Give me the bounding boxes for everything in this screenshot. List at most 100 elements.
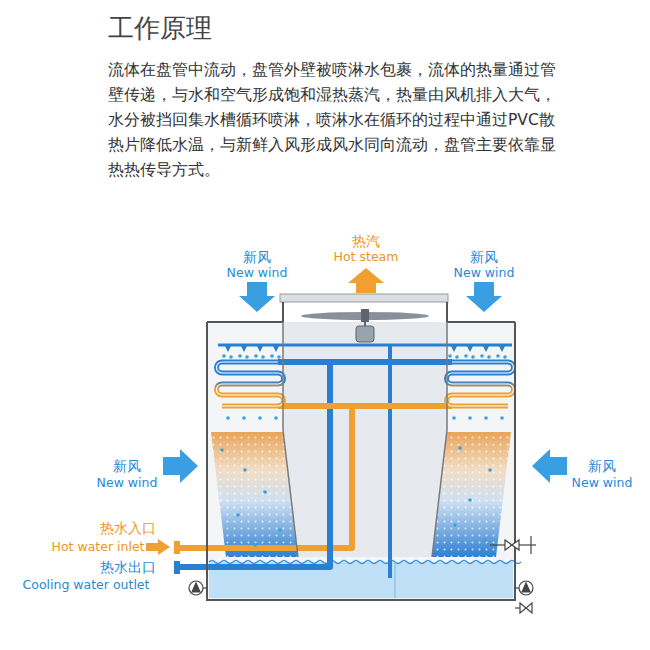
pump-and-valve: [505, 540, 519, 550]
fill-pack: [211, 432, 511, 557]
air-label: New wind: [97, 476, 158, 490]
air-label: 新风: [588, 458, 616, 474]
spray-nozzle: [453, 523, 457, 527]
spray-nozzle: [263, 490, 267, 494]
spray-nozzle: [222, 354, 226, 358]
spray-nozzle: [226, 416, 230, 420]
spray-nozzle: [241, 346, 247, 352]
steam-arrow: [348, 268, 384, 293]
air-label: New wind: [454, 266, 515, 280]
pump-and-valve: [189, 581, 203, 595]
pump-and-valve: [490, 544, 505, 545]
basin-water: [394, 562, 395, 598]
air-flow-arrow: [239, 282, 275, 312]
spray-nozzle: [464, 354, 468, 358]
heat-exchange-coil: [447, 362, 514, 406]
tower-casing: [207, 302, 515, 600]
spray-nozzle: [471, 355, 475, 359]
spray-nozzle: [500, 416, 504, 420]
spray-nozzle: [496, 354, 500, 358]
spray-nozzle: [488, 468, 492, 472]
pump-and-valve: [522, 583, 530, 592]
spray-nozzle: [503, 355, 507, 359]
air-label: 新风: [470, 249, 498, 265]
spray-nozzle: [243, 468, 247, 472]
inlet-outlet-stub: [174, 541, 180, 554]
inlet-label: 热水入口: [100, 520, 156, 536]
spray-nozzle: [257, 346, 263, 352]
steam-label: 热汽: [352, 233, 380, 249]
water-pipe: [180, 345, 512, 578]
air-flow-arrow: [163, 282, 567, 483]
spray-nozzle: [468, 498, 472, 502]
air-label: New wind: [572, 476, 633, 490]
spray-nozzle: [261, 355, 265, 359]
spray-nozzle: [480, 354, 484, 358]
spray-nozzle: [483, 346, 489, 352]
steam-arrow: [348, 268, 384, 293]
fan: [280, 294, 448, 342]
spray-nozzle: [448, 354, 452, 358]
air-label: New wind: [227, 266, 288, 280]
outlet-label: 热水出口: [100, 559, 156, 575]
spray-nozzle: [467, 346, 473, 352]
water-pipe: [180, 362, 330, 567]
tower-casing: [283, 322, 447, 557]
pump-and-valve: [515, 607, 520, 608]
spray-nozzle: [455, 355, 459, 359]
air-flow-arrow: [532, 449, 567, 483]
spray-nozzle: [220, 346, 507, 547]
spray-nozzle: [253, 543, 257, 547]
heat-exchange-coil: [217, 362, 514, 406]
water-pipe: [180, 406, 352, 548]
spray-nozzle: [451, 346, 457, 352]
fan: [361, 309, 369, 322]
spray-nozzle: [499, 346, 505, 352]
water-pipe: [278, 403, 452, 409]
tower-casing: [207, 302, 515, 600]
inlet-outlet-stub: [174, 561, 180, 574]
spray-nozzle: [274, 416, 278, 420]
air-flow-arrow: [163, 449, 198, 483]
inlet-label: Hot water inlet: [52, 540, 145, 554]
spray-nozzle: [483, 538, 487, 542]
spray-nozzle: [229, 355, 233, 359]
air-flow-arrow: [466, 282, 502, 312]
spray-nozzle: [273, 346, 279, 352]
spray-nozzle: [238, 354, 242, 358]
pump-and-valve: [189, 536, 536, 613]
description-text: 流体在盘管中流动，盘管外壁被喷淋水包裹，流体的热量通过管壁传递，与水和空气形成饱…: [108, 58, 560, 183]
fan: [280, 294, 448, 302]
air-label: 新风: [113, 458, 141, 474]
water-pipe: [278, 359, 452, 365]
spray-nozzle: [487, 355, 491, 359]
page-title: 工作原理: [108, 14, 212, 44]
spray-nozzle: [484, 416, 488, 420]
fan: [356, 326, 374, 342]
spray-nozzle: [225, 346, 231, 352]
water-pipe: [388, 345, 392, 578]
spray-nozzle: [220, 448, 224, 452]
heat-exchange-coil: [217, 362, 284, 406]
spray-nozzle: [270, 354, 274, 358]
pump-and-valve: [519, 544, 536, 545]
spray-nozzle: [245, 355, 249, 359]
tower-interior: [207, 322, 515, 600]
pump-and-valve: [192, 583, 200, 592]
tower-interior: [207, 322, 515, 600]
spray-nozzle: [258, 416, 262, 420]
basin-water: [209, 561, 521, 564]
heat-exchange-coil: [447, 362, 514, 406]
heat-exchange-coil: [217, 362, 284, 406]
tower-interior: [283, 322, 447, 557]
steam-label: Hot steam: [334, 250, 399, 264]
air-label: 新风: [243, 249, 271, 265]
spray-nozzle: [277, 355, 281, 359]
spray-nozzle: [242, 416, 246, 420]
spray-nozzle: [278, 528, 282, 532]
fan: [364, 322, 366, 326]
outlet-label: Cooling water outlet: [23, 578, 150, 592]
spray-nozzle: [468, 416, 472, 420]
pump-and-valve: [203, 587, 207, 588]
